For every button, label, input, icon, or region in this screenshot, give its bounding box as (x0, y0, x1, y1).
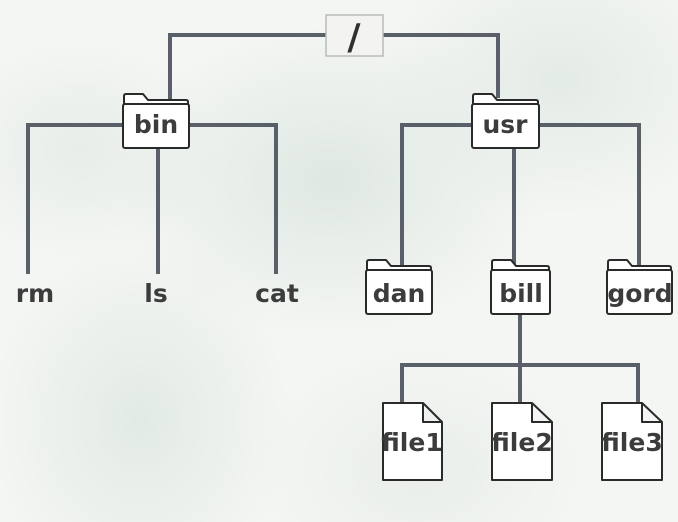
item-rm-label: rm (16, 279, 54, 308)
folder-icon (122, 93, 190, 149)
folder-gord: gord (606, 259, 673, 315)
folder-dan-label: dan (373, 279, 426, 308)
folder-icon (365, 259, 433, 315)
file-file3-label: file3 (601, 428, 662, 457)
folder-icon (490, 259, 551, 315)
file-file2: file2 (491, 402, 553, 481)
folder-icon (471, 93, 540, 149)
edge-bin-rm (26, 123, 126, 274)
file-icon (601, 402, 663, 481)
folder-usr-label: usr (482, 110, 528, 139)
root-node: / (325, 14, 384, 58)
edge-bill-file1 (400, 363, 522, 404)
file-icon (382, 402, 443, 481)
connectors (26, 33, 641, 404)
folder-gord-label: gord (607, 279, 672, 308)
edge-root-bin (168, 33, 328, 105)
file-file2-label: file2 (491, 428, 552, 457)
file-file1: file1 (381, 402, 443, 481)
folder-icon (606, 259, 673, 315)
root-label: / (347, 17, 361, 58)
item-ls-label: ls (144, 279, 167, 308)
edge-usr-gord (539, 123, 641, 268)
folder-bill: bill (490, 259, 551, 315)
edge-root-usr (381, 33, 500, 98)
folder-dan: dan (365, 259, 433, 315)
item-cat-label: cat (255, 279, 299, 308)
file-file1-label: file1 (381, 428, 442, 457)
file-icon (491, 402, 553, 481)
folder-usr: usr (471, 93, 540, 149)
edge-bill-file3 (518, 363, 640, 404)
folder-bin: bin (122, 93, 190, 149)
edge-usr-dan (400, 123, 474, 268)
folder-bin-label: bin (134, 110, 178, 139)
folder-bill-label: bill (499, 279, 543, 308)
file-file3: file3 (601, 402, 663, 481)
edge-bin-cat (187, 123, 278, 274)
